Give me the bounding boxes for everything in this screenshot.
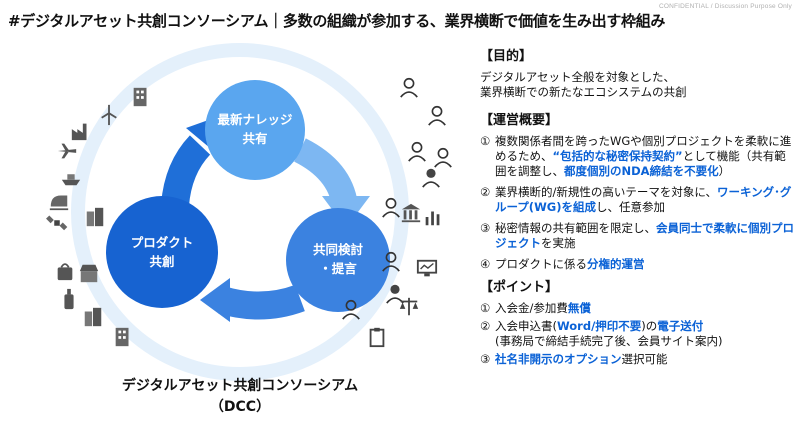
node-top-label: 最新ナレッジ 共有 <box>205 110 305 148</box>
bottle-icon <box>64 288 74 310</box>
point-item: ③ 社名非開示のオプション選択可能 <box>480 352 796 367</box>
caption-line1: デジタルアセット共創コンソーシアム <box>121 378 359 394</box>
overview-heading: 【運営概要】 <box>480 113 559 128</box>
item-text: 複数関係者間を跨ったWGや個別プロジェクトを柔軟に進めるため、 <box>495 134 792 163</box>
chart-icon <box>425 211 440 226</box>
item-emphasis: 会員同士で柔軟に個別プロジェクト <box>495 221 794 250</box>
overview-item: ④ プロダクトに係る分権的運営 <box>480 257 796 272</box>
item-text: し、任意参加 <box>595 200 665 214</box>
arrow-right-to-left <box>217 284 305 320</box>
purpose-text: デジタルアセット全般を対象とした、 業界横断での新たなエコシステムの共創 <box>480 70 796 100</box>
ship-icon <box>61 174 81 186</box>
item-emphasis: “包括的な秘密保持契約” <box>552 149 683 163</box>
node-knowledge-sharing <box>205 80 305 180</box>
purpose-heading: 【目的】 <box>480 49 533 64</box>
item-text: ） <box>718 164 731 178</box>
item-text: 選択可能 <box>621 352 668 366</box>
item-text: (事務局で締結手続完了後、会員サイト案内) <box>495 334 723 348</box>
point-item: ① 入会金/参加費無償 <box>480 301 796 316</box>
purpose-line2: 業界横断での新たなエコシステムの共創 <box>480 85 687 99</box>
factory-icon <box>71 123 87 141</box>
satellite-icon <box>46 215 68 231</box>
item-text: プロダクトに係る <box>495 257 587 271</box>
overview-list: ① 複数関係者間を跨ったWGや個別プロジェクトを柔軟に進めるため、“包括的な秘密… <box>480 134 796 272</box>
description-panel: 【目的】 デジタルアセット全般を対象とした、 業界横断での新たなエコシステムの共… <box>480 49 796 373</box>
item-number: ③ <box>480 221 491 235</box>
purpose-line1: デジタルアセット全般を対象とした、 <box>480 70 676 84</box>
item-text: 業界横断的/新規性の高いテーマを対象に、 <box>495 185 718 199</box>
points-list: ① 入会金/参加費無償 ② 入会申込書(Word/押印不要)の電子送付(事務局で… <box>480 301 796 367</box>
item-number: ③ <box>480 352 491 366</box>
node-top-line2: 共有 <box>242 131 268 146</box>
item-number: ① <box>480 301 491 315</box>
item-number: ④ <box>480 257 491 271</box>
item-number: ① <box>480 134 491 148</box>
node-joint-study <box>286 208 390 312</box>
item-emphasis: 都度個別のNDA締結を不要化 <box>564 164 719 178</box>
airplane-icon <box>57 143 77 159</box>
woman-icon <box>422 168 440 188</box>
node-left-line2: 共創 <box>149 254 175 269</box>
item-text: 秘密情報の共有範囲を限定し、 <box>495 221 656 235</box>
scales-icon <box>399 297 419 316</box>
item-emphasis: ワーキング･グループ(WG)を組成 <box>495 185 792 214</box>
diagram-caption: デジタルアセット共創コンソーシアム （DCC） <box>100 376 380 418</box>
caption-line2: （DCC） <box>209 399 271 415</box>
confidential-label: CONFIDENTIAL / Discussion Purpose Only <box>658 3 792 10</box>
item-text: 入会申込書( <box>495 319 557 333</box>
arrowhead-right-to-left <box>200 278 230 322</box>
windmill-icon <box>101 104 117 126</box>
train-icon <box>49 195 69 211</box>
node-product-cocreation <box>106 196 218 308</box>
node-left-label: プロダクト 共創 <box>112 233 212 271</box>
item-text: を実施 <box>541 236 576 250</box>
consortium-diagram <box>71 43 409 381</box>
node-right-line2: ・提言 <box>319 261 357 276</box>
item-text: )の <box>641 319 658 333</box>
points-heading: 【ポイント】 <box>480 280 559 295</box>
office-icon <box>84 307 102 327</box>
office-icon <box>86 207 104 227</box>
node-right-label: 共同検討 ・提言 <box>288 240 388 278</box>
point-item: ② 入会申込書(Word/押印不要)の電子送付(事務局で締結手続完了後、会員サイ… <box>480 319 796 349</box>
bank-icon <box>401 203 421 223</box>
shop-icon <box>79 264 99 283</box>
item-text: として機能（共有範囲を調整し、 <box>495 149 786 178</box>
node-right-line1: 共同検討 <box>312 242 363 257</box>
page-title: #デジタルアセット共創コンソーシアム｜多数の組織が参加する、業界横断で価値を生み… <box>8 12 666 30</box>
node-top-line1: 最新ナレッジ <box>217 112 293 127</box>
monitor-icon <box>416 259 438 277</box>
item-number: ② <box>480 185 491 199</box>
overview-item: ③ 秘密情報の共有範囲を限定し、会員同士で柔軟に個別プロジェクトを実施 <box>480 221 796 251</box>
node-left-line1: プロダクト <box>130 235 194 250</box>
overview-item: ① 複数関係者間を跨ったWGや個別プロジェクトを柔軟に進めるため、“包括的な秘密… <box>480 134 796 179</box>
person-icon <box>382 197 400 218</box>
person-icon <box>434 147 452 168</box>
person-icon <box>408 141 426 162</box>
item-emphasis: 無償 <box>567 301 591 315</box>
item-emphasis: 分権的運営 <box>587 257 645 271</box>
item-text: 入会金/参加費 <box>495 301 568 315</box>
item-emphasis: 社名非開示のオプション <box>495 352 622 366</box>
person-icon <box>428 105 446 126</box>
outer-ring <box>71 43 409 381</box>
arrow-left-to-top <box>161 135 211 207</box>
bag-icon <box>57 263 73 281</box>
person-icon <box>382 251 400 272</box>
person-icon <box>400 77 418 98</box>
clipboard-icon <box>369 327 385 348</box>
building-icon <box>133 87 147 107</box>
item-emphasis: Word/押印不要 <box>557 319 642 333</box>
item-number: ② <box>480 319 491 333</box>
person-icon <box>342 299 360 320</box>
building-icon <box>115 327 129 347</box>
overview-item: ② 業界横断的/新規性の高いテーマを対象に、ワーキング･グループ(WG)を組成し… <box>480 185 796 215</box>
item-emphasis: 電子送付 <box>657 319 704 333</box>
